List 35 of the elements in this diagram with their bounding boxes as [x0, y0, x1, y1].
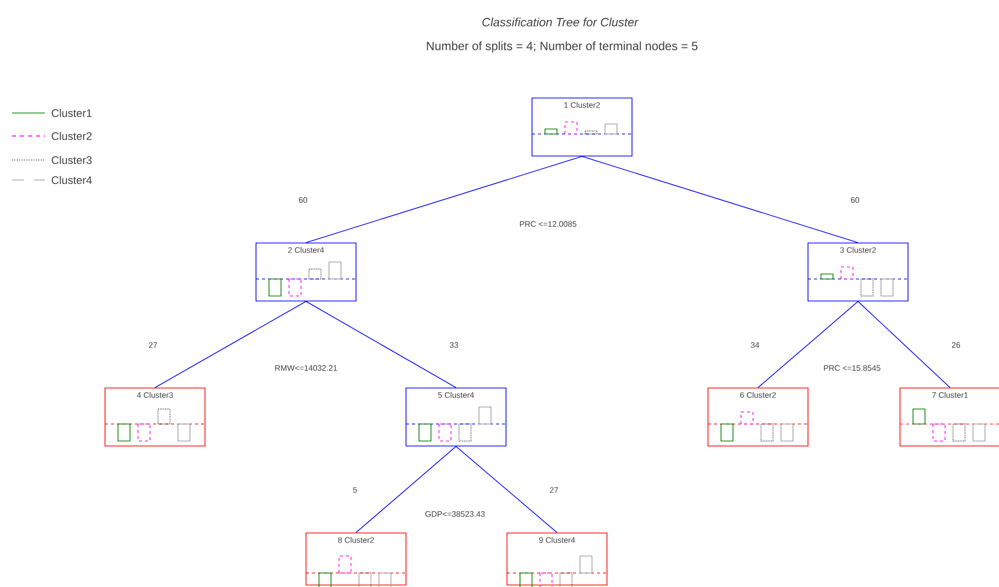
tree-branch-line	[356, 446, 456, 533]
legend-label: Cluster4	[52, 176, 92, 184]
legend-label: Cluster2	[52, 132, 92, 140]
split-rule-label: PRC <=15.8545	[824, 365, 880, 371]
split-rule-label: GDP<=38523.43	[425, 511, 485, 517]
tree-node-box: 1 Cluster2	[532, 98, 632, 156]
case-count-label: 60	[298, 196, 308, 204]
tree-node-box: 3 Cluster2	[808, 242, 908, 302]
chart-title: Classification Tree for Cluster	[482, 18, 639, 26]
tree-branch-line	[306, 301, 456, 388]
tree-branch-line	[858, 301, 950, 388]
tree-node-box: 4 Cluster3	[104, 388, 206, 446]
tree-node-box: 5 Cluster4	[406, 388, 506, 446]
case-count-label: 27	[148, 341, 158, 349]
split-rule-label: RMW<=14032.21	[275, 365, 337, 371]
case-count-label: 33	[448, 341, 460, 349]
tree-branch-line	[306, 156, 582, 243]
tree-node-box: 9 Cluster4	[506, 532, 608, 586]
tree-branch-line	[582, 156, 858, 243]
case-count-label: 27	[548, 486, 560, 494]
tree-branch-line	[154, 301, 306, 388]
tree-node-box: 8 Cluster2	[306, 532, 406, 586]
legend-label: Cluster1	[52, 108, 92, 118]
case-count-label: 5	[352, 486, 358, 494]
split-rule-label: PRC <=12.0085	[520, 221, 576, 227]
tree-node-box: 6 Cluster2	[708, 388, 808, 446]
tree-branch-line	[456, 446, 558, 533]
tree-branch-line	[758, 301, 858, 388]
chart-subtitle: Number of splits = 4; Number of terminal nodes = 5	[426, 41, 698, 53]
case-count-label: 34	[750, 341, 760, 349]
tree-node-box: 7 Cluster1	[900, 388, 999, 446]
case-count-label: 60	[850, 196, 860, 204]
case-count-label: 26	[950, 341, 962, 349]
tree-node-box: 2 Cluster4	[256, 242, 356, 302]
legend-label: Cluster3	[52, 156, 92, 164]
